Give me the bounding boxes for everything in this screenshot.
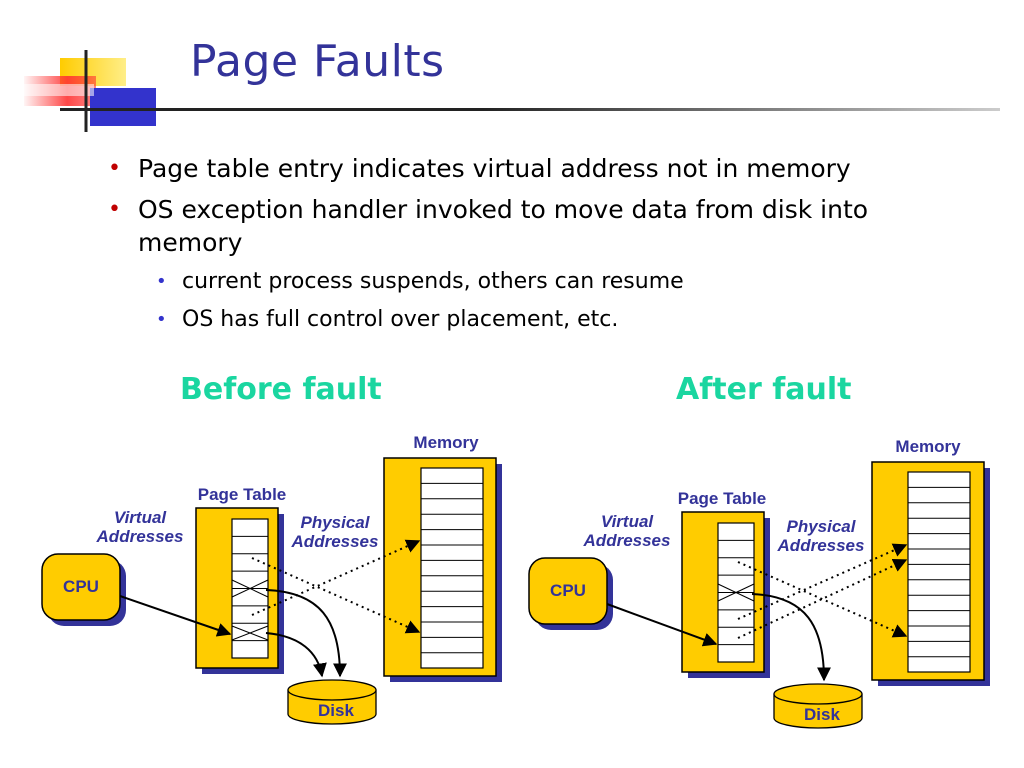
- physical-label: Physical: [301, 513, 371, 532]
- before-fault-heading: Before fault: [180, 372, 382, 407]
- bullet-item: OS exception handler invoked to move dat…: [108, 193, 898, 259]
- physical-mapping-arrow: [737, 543, 908, 620]
- page-table-to-disk-arrow: [265, 589, 347, 678]
- virtual-label: Virtual: [601, 512, 655, 531]
- cpu-to-page-table-arrow: [606, 603, 718, 647]
- physical-mapping-arrow: [251, 539, 421, 616]
- disk-label: Disk: [804, 705, 840, 724]
- physical-label: Addresses: [291, 532, 379, 551]
- disk-label: Disk: [318, 701, 354, 720]
- memory-label: Memory: [413, 433, 479, 452]
- page-table-entries: [231, 518, 269, 659]
- virtual-label: Addresses: [583, 531, 671, 550]
- after-diagram: Memory Page Table: [528, 437, 990, 729]
- memory-label: Memory: [895, 437, 961, 456]
- page-table-label: Page Table: [198, 485, 287, 504]
- cpu-label: CPU: [550, 581, 586, 600]
- page-table-entries: [717, 522, 755, 663]
- cpu-label: CPU: [63, 577, 99, 596]
- after-fault-heading: After fault: [676, 372, 852, 407]
- cpu-box: [41, 553, 121, 621]
- before-diagram: Memory Page Table: [41, 433, 502, 725]
- bullet-item: Page table entry indicates virtual addre…: [108, 152, 988, 185]
- physical-mapping-arrow: [251, 557, 421, 634]
- memory-frames: [420, 467, 484, 669]
- physical-label: Physical: [787, 517, 857, 536]
- virtual-label: Addresses: [96, 527, 184, 546]
- sub-bullet-item: OS has full control over placement, etc.: [108, 305, 988, 335]
- page-table-to-disk-arrow: [751, 593, 831, 682]
- bullet-list: Page table entry indicates virtual addre…: [108, 152, 988, 343]
- page-table-label: Page Table: [678, 489, 767, 508]
- disk-icon: [287, 679, 377, 725]
- title-divider: [60, 108, 1000, 111]
- disk-icon: [773, 683, 863, 729]
- page-table-to-disk-arrow: [265, 632, 327, 678]
- memory-frames: [907, 471, 971, 673]
- page-title: Page Faults: [190, 36, 445, 87]
- cpu-box: [528, 557, 608, 625]
- physical-label: Addresses: [777, 536, 865, 555]
- decorative-logo: [24, 50, 156, 132]
- virtual-label: Virtual: [114, 508, 168, 527]
- physical-mapping-arrow: [737, 561, 908, 638]
- cpu-to-page-table-arrow: [119, 595, 232, 637]
- physical-mapping-arrow: [737, 558, 908, 639]
- sub-bullet-item: current process suspends, others can res…: [108, 267, 988, 297]
